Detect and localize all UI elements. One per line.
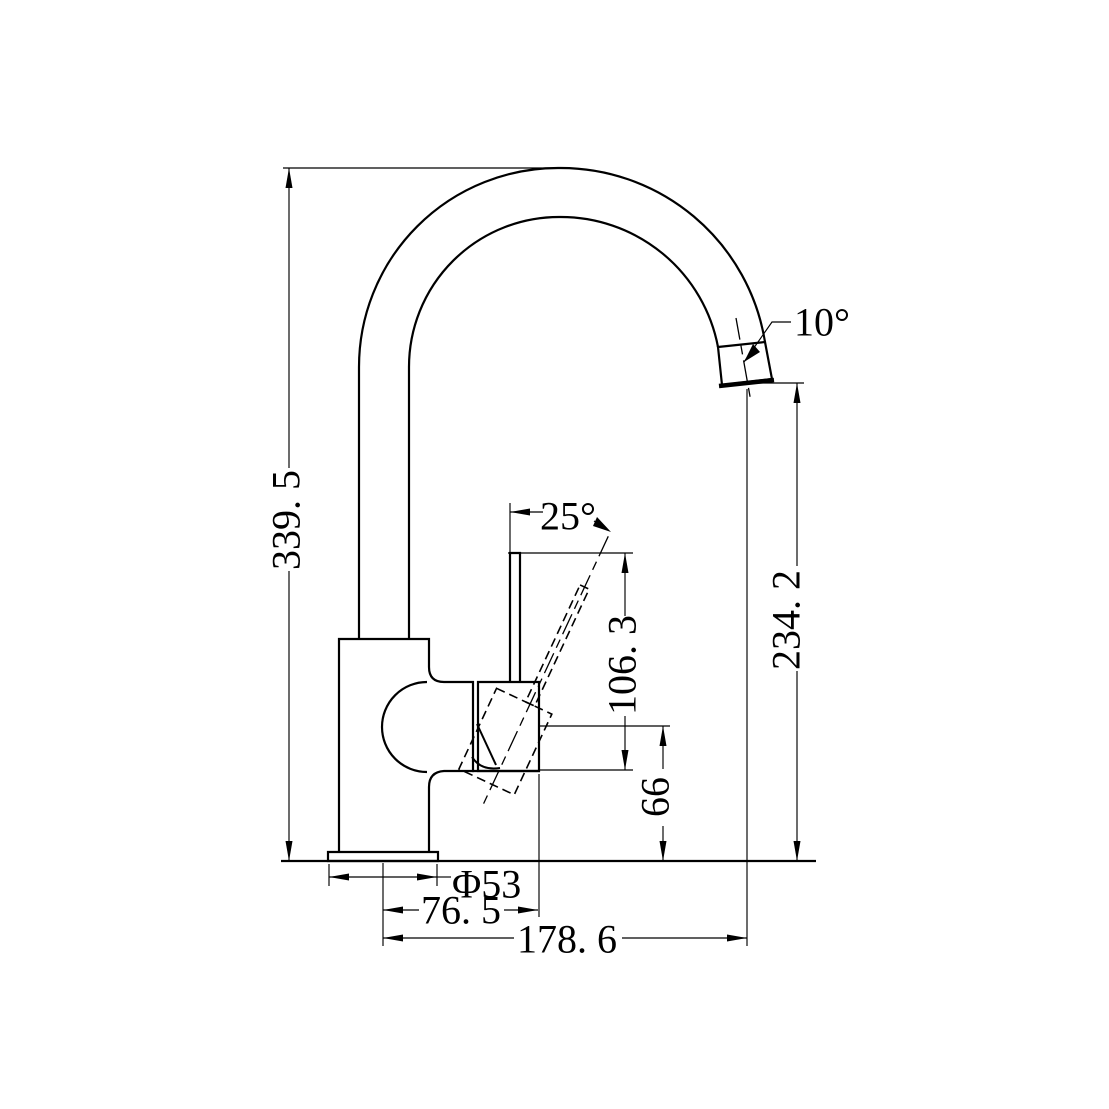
dim-spout-reach-label: 178. 6 [517,917,617,962]
spout-inner-outline [407,215,720,640]
arrow-overall-down [285,841,293,861]
dim-handle-reach-label: 76. 5 [421,888,501,933]
arrow-handle-reach-left [383,906,403,914]
handle-tilted-dashed [457,536,609,810]
arrow-pivot-down [659,841,667,861]
outlet-face [718,377,775,389]
arrow-handle-top-down [621,750,629,770]
arrow-angle25-right [593,517,611,532]
dimension-arrowheads [285,168,801,942]
faucet-outline [281,166,816,863]
arrow-spout-reach-left [383,934,403,942]
arrow-angle25-left [510,508,530,516]
dimension-labels: 339. 5 234. 2 106. 3 66 Φ53 76. 5 178. 6… [264,300,851,962]
arrow-overall-up [285,168,293,188]
arrow-outlet-down [793,841,801,861]
arrow-angle10-leader [744,344,760,362]
handle-joint-arc [471,756,501,770]
dim-handle-top-height-label: 106. 3 [600,615,645,715]
dim-outlet-angle-label: 10° [794,300,850,345]
dim-outlet-height-label: 234. 2 [764,570,809,670]
arrow-diameter-left [329,873,349,881]
arrow-handle-top-up [621,553,629,573]
arrow-handle-reach-right [518,906,538,914]
dim-base-diameter-label: Φ53 [452,862,521,907]
dim-handle-angle-label: 25° [540,494,596,539]
arrow-spout-reach-right [727,934,747,942]
outlet-centerline [735,317,752,403]
dim-handle-pivot-height-label: 66 [633,777,678,817]
arrow-outlet-up [793,383,801,403]
handle-joint-edge [476,723,497,766]
body-outline [337,637,475,852]
handle-base-tilted [457,687,553,796]
lever-axis-centerline [480,536,609,810]
valve-bulge [380,680,428,774]
dim-overall-height-label: 339. 5 [264,470,309,570]
arrow-pivot-up [659,726,667,746]
arrow-diameter-right [417,873,437,881]
